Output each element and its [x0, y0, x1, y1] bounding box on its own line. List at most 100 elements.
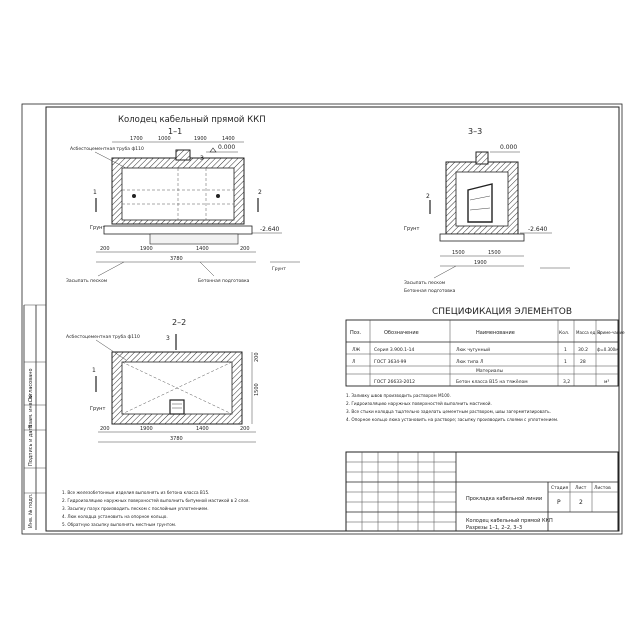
marker-1-1-c: 3 [200, 155, 204, 162]
drawing-title: Колодец кабельный прямой ККП [118, 115, 266, 125]
title-block-sheet-label: Лист [575, 485, 587, 491]
specification-table: СПЕЦИФИКАЦИЯ ЭЛЕМЕНТОВ Поз. Обозначение … [345, 307, 625, 387]
dim-2-2-side-a: 1500 [254, 383, 260, 396]
spec-row-4-designation: ГОСТ 26633-2012 [374, 379, 415, 385]
soil-note-3-3: Грунт [404, 226, 419, 232]
sheet-inner-frame [45, 106, 620, 532]
marker-2-2-a: 1 [92, 367, 96, 374]
spec-row-2-pos: Л [352, 359, 355, 365]
sheet-outer-frame [21, 103, 623, 535]
strip-label-inventory: Взам. инв. № [28, 393, 34, 428]
spec-header-note: Приме-чание [597, 330, 625, 335]
dim-3-3-total: 1900 [474, 260, 487, 266]
section-3-3-label: 3–3 [468, 127, 482, 136]
note-4: 4. Люк колодца установить на опорное кол… [62, 514, 168, 519]
spec-header-designation: Обозначение [384, 330, 419, 336]
spec-note-1: 1. Заливку швов производить раствором М1… [346, 393, 451, 398]
title-block-stage-label: Стадия [551, 485, 569, 491]
title-block: Прокладка кабельной линии Стадия Лист Ли… [345, 451, 619, 532]
spec-notes: 1. Заливку швов производить раствором М1… [346, 393, 558, 422]
dim-2-2-side-b: 200 [254, 352, 260, 362]
spec-header-pos: Поз. [350, 330, 361, 336]
note-1: 1. Все железобетонные изделия выполнять … [62, 490, 209, 495]
callout-footing-1-1: Бетонная подготовка [198, 278, 250, 284]
level-bottom-1-1: -2.640 [260, 226, 280, 233]
title-block-object-name: Прокладка кабельной линии [466, 495, 542, 502]
dim-1-1-top-c: 1900 [194, 136, 207, 142]
footing-1-1 [103, 225, 253, 235]
title-block-sheets-label: Листов [594, 485, 611, 491]
pipe-base-1-1 [149, 233, 239, 245]
section-1-1-label: 1–1 [168, 127, 182, 136]
marker-2-2-b: 3 [166, 335, 170, 342]
note-2: 2. Гидроизоляцию наружных поверхностей в… [62, 498, 250, 503]
dim-1-1-total: 3780 [170, 256, 183, 262]
dim-1-1-top-b: 1000 [158, 136, 171, 142]
strip-label-original: Инв. № подл. [28, 493, 34, 528]
soil-note-1-1: Грунт [90, 225, 105, 231]
strip-label-agreed: Согласовано [28, 368, 34, 402]
dim-2-2-total: 3780 [170, 436, 183, 442]
spec-title: СПЕЦИФИКАЦИЯ ЭЛЕМЕНТОВ [432, 307, 572, 317]
left-binding-strip: Согласовано Взам. инв. № Подпись и дата … [23, 304, 46, 530]
ladder-3-3 [467, 183, 493, 223]
dim-1-1-bot-d: 200 [240, 246, 250, 252]
spec-row-1-pos: ЛЖ [352, 347, 360, 353]
section-1-1: 1–1 0.000 -2.640 1700 1000 1900 1400 200… [66, 127, 300, 284]
note-3: 3. Засыпку пазух производить песком с по… [62, 506, 209, 511]
dim-2-2-d: 200 [240, 426, 250, 432]
callout-footing-3-3: Бетонная подготовка [404, 288, 456, 294]
spec-row-1-name: Люк чугунный [456, 346, 490, 353]
section-2-2: 2–2 200 1900 1400 200 3780 1500 200 1 3 … [66, 318, 260, 443]
strip-label-signature: Подпись и дата [28, 425, 34, 466]
section-3-3: 3–3 0.000 -2.640 1500 1500 1900 2 Грунт … [404, 127, 570, 294]
dim-1-1-top-d: 1400 [222, 136, 235, 142]
section-2-2-label: 2–2 [172, 318, 186, 327]
spec-row-2-designation: ГОСТ 3634-99 [374, 359, 407, 365]
marker-1-1-b: 2 [258, 189, 262, 196]
spec-row-materials: Материалы [476, 368, 503, 374]
dim-3-3-b: 1500 [488, 250, 501, 256]
manhole-neck-3-3 [475, 151, 489, 165]
level-bottom-3-3: -2.640 [528, 226, 548, 233]
general-notes: 1. Все железобетонные изделия выполнять … [62, 490, 250, 527]
spec-note-2: 2. Гидроизоляцию наружных поверхностей в… [346, 401, 492, 406]
spec-row-2-qty: 1 [564, 359, 567, 365]
title-block-sheet-value: 2 [579, 499, 583, 506]
level-top-3-3: 0.000 [500, 144, 517, 151]
spec-header-name: Наименование [476, 330, 515, 336]
manhole-opening-2-2 [169, 399, 185, 415]
ground-note-1-1: Грунт [272, 266, 286, 272]
marker-3-3-a: 2 [426, 193, 430, 200]
soil-note-2-2: Грунт [90, 406, 105, 412]
dim-2-2-b: 1900 [140, 426, 153, 432]
spec-row-4-name: Бетон класса В15 на тяжёлом [456, 379, 528, 385]
spec-row-1-mass: 30.2 [578, 347, 588, 353]
footing-3-3 [439, 233, 525, 242]
spec-row-1-note: ф=0.300м [597, 347, 618, 352]
level-top-1-1: 0.000 [218, 144, 235, 151]
spec-note-3: 3. Все стыки колодца тщательно заделать … [346, 409, 551, 414]
callout-fill-3-3: Засыпать песком [404, 280, 445, 286]
dim-1-1-bot-b: 1900 [140, 246, 153, 252]
manhole-neck-1-1 [175, 149, 191, 161]
spec-note-4: 4. Опорное кольцо люка установить на рас… [346, 417, 558, 422]
spec-row-4-qty: 3,2 [563, 379, 570, 385]
title-block-sheet-content: Разрезы 1–1, 2–2, 3–3 [466, 525, 522, 531]
spec-row-4-note: м³ [604, 379, 609, 385]
title-block-stage-value: Р [557, 499, 561, 506]
dim-1-1-top-a: 1700 [130, 136, 143, 142]
dim-2-2-c: 1400 [196, 426, 209, 432]
dim-1-1-bot-c: 1400 [196, 246, 209, 252]
spec-header-mass: Масса ед. кг [576, 330, 602, 335]
dim-2-2-a: 200 [100, 426, 110, 432]
marker-1-1-a: 1 [93, 189, 97, 196]
spec-header-qty: Кол. [559, 330, 569, 336]
spec-row-2-mass: 28 [580, 359, 586, 365]
spec-row-1-designation: Серия 3.900.1-14 [374, 347, 414, 353]
spec-row-1-qty: 1 [564, 347, 567, 353]
dim-1-1-bot-a: 200 [100, 246, 110, 252]
title-block-drawing-name: Колодец кабельный прямой ККП [466, 517, 553, 524]
callout-pipe-2-2: Асбестоцементная труба ф110 [66, 334, 140, 340]
